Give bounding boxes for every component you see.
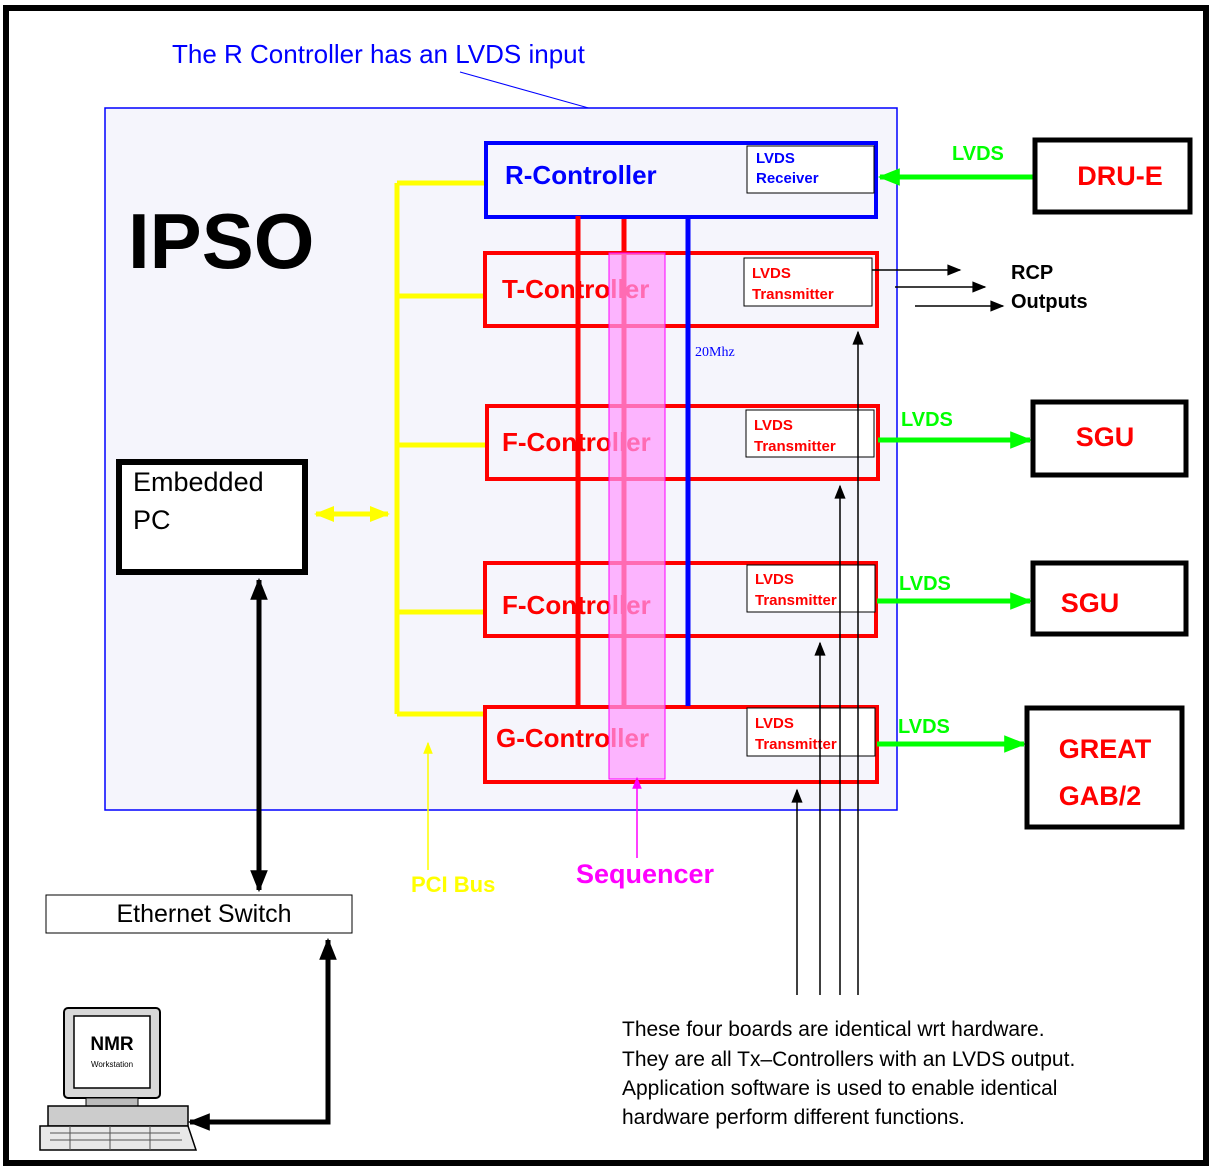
workstation-icon: NMR Workstation — [39, 1007, 198, 1151]
transmitter-label: Transmitter — [754, 438, 836, 455]
config-arrows — [791, 330, 864, 995]
embedded-pc-line2: PC — [133, 505, 171, 535]
transmitter-label: Transmitter — [752, 286, 834, 303]
ethernet-switch: Ethernet Switch — [45, 894, 353, 934]
lvds-link-label: LVDS — [952, 143, 1004, 165]
device-dru-e: DRU-E — [1032, 137, 1193, 215]
note-line: Application software is used to enable i… — [622, 1077, 1057, 1100]
lvds-link-sgu-2: LVDS — [877, 573, 1033, 610]
device-label-2: GAB/2 — [1059, 781, 1142, 811]
lvds-link-label: LVDS — [899, 573, 951, 595]
transmitter-label: Transmitter — [755, 736, 837, 753]
receiver-label: Receiver — [756, 170, 819, 187]
transmitter-label: Transmitter — [755, 592, 837, 609]
note-line: They are all Tx–Controllers with an LVDS… — [622, 1048, 1075, 1071]
workstation-sub: Workstation — [91, 1060, 133, 1069]
rcp-output-arrows — [872, 264, 1005, 312]
sequencer-bar — [608, 252, 666, 780]
pci-bus — [314, 180, 487, 717]
g-controller: G-Controller LVDS Transmitter — [483, 705, 879, 784]
device-great: GREAT GAB/2 — [1024, 705, 1185, 830]
lvds-label: LVDS — [752, 265, 791, 282]
device-label: SGU — [1061, 588, 1120, 618]
lvds-label: LVDS — [755, 571, 794, 588]
pci-bus-label: PCI Bus — [411, 872, 495, 897]
ipso-label: IPSO — [128, 197, 314, 285]
lvds-label: LVDS — [756, 150, 795, 167]
device-sgu-1: SGU — [1030, 399, 1189, 478]
sequencer-label: Sequencer — [576, 859, 715, 889]
lvds-label: LVDS — [754, 417, 793, 434]
lvds-link-label: LVDS — [901, 409, 953, 431]
rcp-outputs-line2: Outputs — [1011, 291, 1088, 313]
r-controller: R-Controller LVDS Receiver — [484, 141, 878, 219]
lvds-link-label: LVDS — [898, 716, 950, 738]
annotation-top: The R Controller has an LVDS input — [172, 39, 586, 69]
lvds-link-sgu-1: LVDS — [878, 409, 1033, 449]
embedded-pc: Embedded PC — [116, 459, 308, 575]
ethernet-switch-label: Ethernet Switch — [116, 900, 291, 928]
controller-label: R-Controller — [505, 160, 657, 190]
rcp-outputs-line1: RCP — [1011, 262, 1053, 284]
device-sgu-2: SGU — [1030, 560, 1189, 637]
embedded-pc-line1: Embedded — [133, 467, 264, 497]
f-controller-1: F-Controller LVDS Transmitter — [485, 404, 880, 481]
hardware-note: These four boards are identical wrt hard… — [622, 1018, 1075, 1129]
device-label: SGU — [1076, 422, 1135, 452]
lvds-link-great: LVDS — [877, 716, 1027, 753]
switch-workstation-link — [187, 942, 331, 1131]
device-label: DRU-E — [1077, 161, 1163, 191]
device-label: GREAT — [1059, 734, 1152, 764]
freq-label: 20Mhz — [695, 345, 735, 360]
lvds-link-drue: LVDS — [877, 143, 1033, 186]
note-line: These four boards are identical wrt hard… — [622, 1018, 1045, 1041]
workstation-brand: NMR — [90, 1034, 134, 1055]
lvds-label: LVDS — [755, 715, 794, 732]
note-line: hardware perform different functions. — [622, 1106, 965, 1129]
